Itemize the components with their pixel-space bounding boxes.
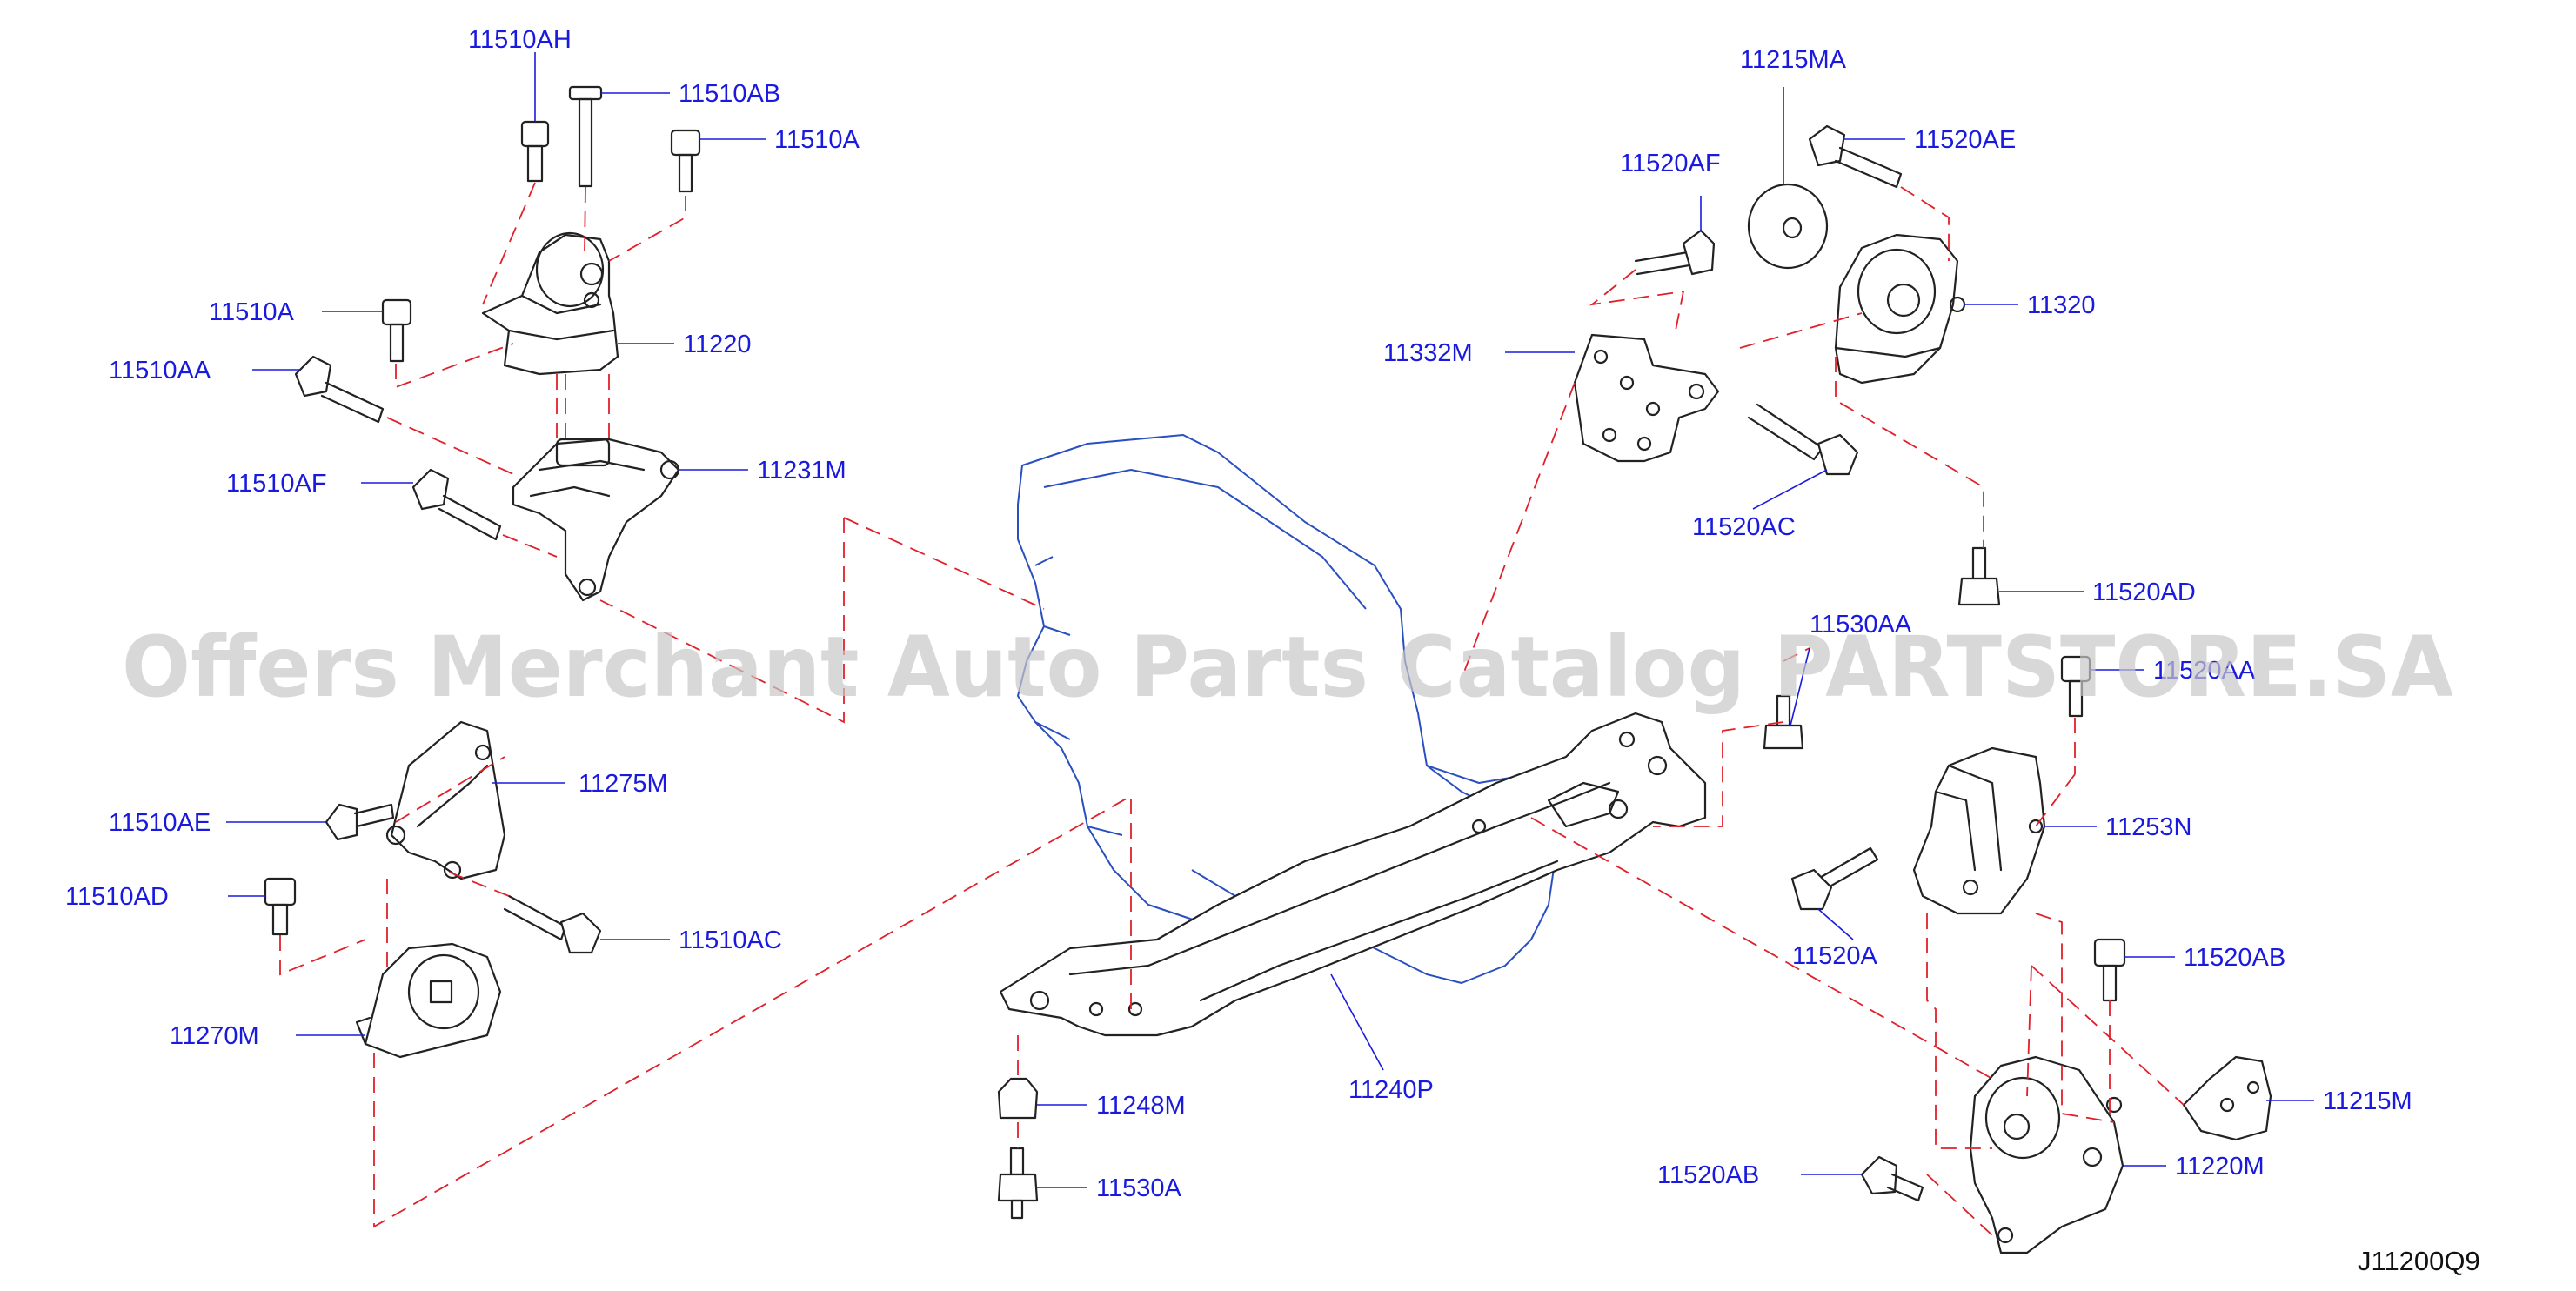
label-11231m: 11231M xyxy=(757,457,846,485)
label-11510a-top: 11510A xyxy=(774,126,860,154)
mount-11220 xyxy=(481,231,619,376)
label-11332m: 11332M xyxy=(1383,339,1473,367)
bolt-11520a xyxy=(1790,846,1879,911)
assembly-lines xyxy=(279,182,2185,1236)
bolt-11520aa xyxy=(2060,655,2091,718)
label-11215ma: 11215MA xyxy=(1740,46,1847,74)
subframe-11240p xyxy=(999,712,1707,1037)
label-11510ad: 11510AD xyxy=(65,883,169,911)
label-11520ab-bottom: 11520AB xyxy=(1657,1161,1759,1189)
label-11275m: 11275M xyxy=(579,770,668,798)
bolts xyxy=(264,85,2126,1220)
bolt-11510aa xyxy=(294,355,385,424)
watermark-text: Offers Merchant Auto Parts Catalog PARTS… xyxy=(122,619,2453,716)
label-11240p: 11240P xyxy=(1348,1076,1434,1104)
label-11530a: 11530A xyxy=(1096,1174,1181,1202)
label-11510ae: 11510AE xyxy=(109,809,211,837)
bolt-11520ab-right xyxy=(2093,938,2126,1002)
bolt-11510a-top xyxy=(670,129,701,193)
label-11520ac: 11520AC xyxy=(1692,513,1796,541)
label-11510ac: 11510AC xyxy=(679,926,782,954)
bolt-11510af xyxy=(411,468,502,541)
bolt-11520af xyxy=(1634,229,1716,276)
part-labels: 11510AH 11510AB 11510A 11510A 11220 1151… xyxy=(65,26,2412,1202)
label-11520ad: 11520AD xyxy=(2092,579,2196,606)
label-11220: 11220 xyxy=(683,331,752,358)
bolt-11510ah xyxy=(520,120,550,183)
bolt-11520ad xyxy=(1957,546,2001,606)
bolt-11510ac xyxy=(503,894,602,954)
mount-11270m xyxy=(355,942,502,1059)
label-11510aa: 11510AA xyxy=(109,357,211,385)
label-11520ab-right: 11520AB xyxy=(2184,944,2285,972)
bracket-11215m xyxy=(2182,1055,2272,1141)
label-11530aa: 11530AA xyxy=(1810,611,1912,639)
nut-11248m xyxy=(997,1077,1039,1120)
bolt-11520ab-bottom xyxy=(1860,1155,1924,1202)
bolt-11510a-left xyxy=(381,298,412,363)
bracket-11231m xyxy=(512,438,680,602)
label-11520ae: 11520AE xyxy=(1914,126,2016,154)
bolt-11530a xyxy=(997,1147,1039,1220)
label-11270m: 11270M xyxy=(170,1022,259,1050)
label-11248m: 11248M xyxy=(1096,1092,1186,1120)
diagram-code: J11200Q9 xyxy=(2358,1246,2480,1276)
label-11253n: 11253N xyxy=(2105,813,2191,841)
label-11520af: 11520AF xyxy=(1620,150,1721,177)
mount-11220m xyxy=(1969,1055,2124,1254)
label-11510ab: 11510AB xyxy=(679,80,780,108)
bolt-11510ab xyxy=(568,85,603,188)
bracket-11253n xyxy=(1912,746,2046,915)
label-11520aa: 11520AA xyxy=(2153,657,2256,685)
bolt-11530aa xyxy=(1763,694,1804,750)
label-11520a: 11520A xyxy=(1792,942,1877,970)
bracket-11332m xyxy=(1573,333,1720,463)
bracket-11275m xyxy=(385,720,506,880)
label-11215m: 11215M xyxy=(2323,1087,2412,1115)
bolt-11510ad xyxy=(264,877,297,936)
label-11220m: 11220M xyxy=(2175,1153,2265,1181)
label-11510ah: 11510AH xyxy=(468,26,572,54)
bolt-11520ae xyxy=(1808,124,1903,189)
label-11510a-left: 11510A xyxy=(209,298,294,326)
washer-11215ma xyxy=(1747,183,1829,270)
leader-lines xyxy=(226,52,2314,1188)
bolt-11520ac xyxy=(1747,403,1859,476)
bolt-11510ae xyxy=(325,803,395,841)
label-11510af: 11510AF xyxy=(226,470,327,498)
mount-11320 xyxy=(1834,233,1966,385)
label-11320: 11320 xyxy=(2027,291,2096,319)
